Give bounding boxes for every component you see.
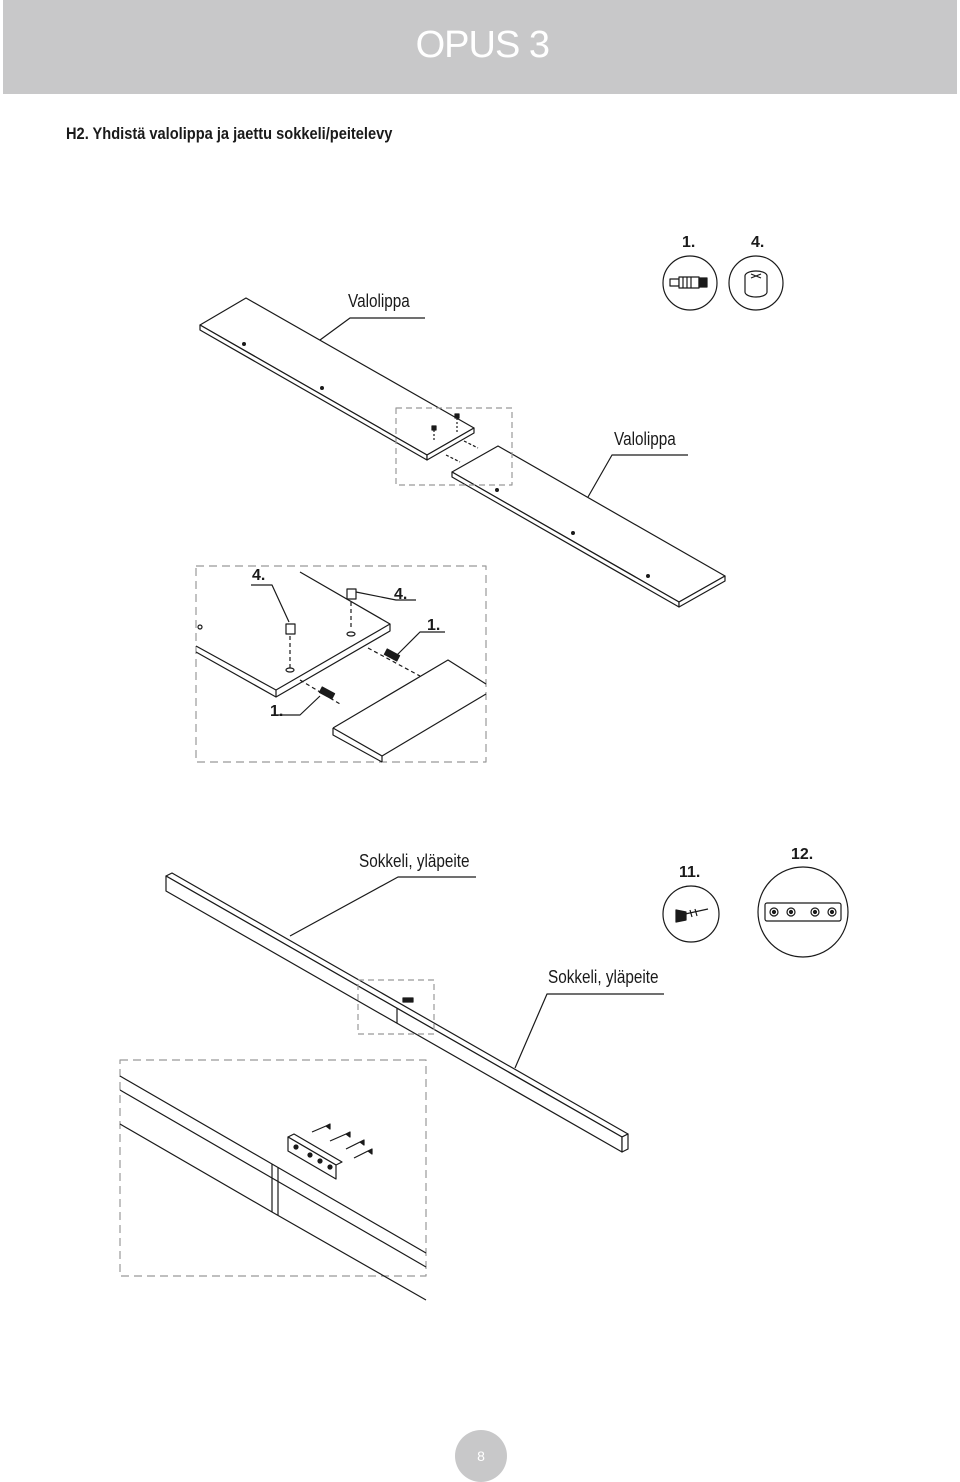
hardware-12-icon: [757, 866, 849, 958]
hardware-number-11: 11.: [679, 864, 701, 881]
page-header: OPUS 3: [3, 0, 957, 94]
step-title: H2. Yhdistä valolippa ja jaettu sokkeli/…: [66, 124, 393, 143]
page-number-badge: 8: [455, 1430, 507, 1482]
hardware-number-4: 4.: [751, 234, 765, 251]
bottom-detail-strips: [119, 1075, 427, 1301]
hardware-number-12: 12.: [791, 846, 814, 863]
enlarged-detail-box: [195, 565, 487, 763]
sokkeli-label-1: Sokkeli, yläpeite: [359, 851, 470, 871]
valolippa-board-left: [199, 297, 475, 461]
valolippa-label-1: Valolippa: [348, 291, 410, 311]
join-detail-box: [395, 407, 513, 486]
detail-board-left: [195, 571, 391, 698]
brand-title: OPUS 3: [415, 24, 550, 66]
detail-callout-4b: 4.: [394, 586, 408, 603]
hardware-number-1: 1.: [682, 234, 696, 251]
hardware-4-icon: [728, 255, 784, 311]
sokkeli-strip: [165, 872, 629, 1153]
detail-callout-4a: 4.: [252, 567, 266, 584]
valolippa-board-right: [451, 445, 726, 608]
valolippa-label-2: Valolippa: [614, 429, 676, 449]
detail-board-right: [332, 659, 487, 763]
detail-callout-1b: 1.: [270, 703, 284, 720]
bottom-enlarged-box: [119, 1059, 427, 1277]
detail-callout-1a: 1.: [427, 617, 441, 634]
hardware-11-icon: [662, 885, 720, 943]
strip-join-box: [357, 979, 435, 1035]
hardware-1-icon: [662, 255, 718, 311]
sokkeli-label-2: Sokkeli, yläpeite: [548, 967, 659, 987]
